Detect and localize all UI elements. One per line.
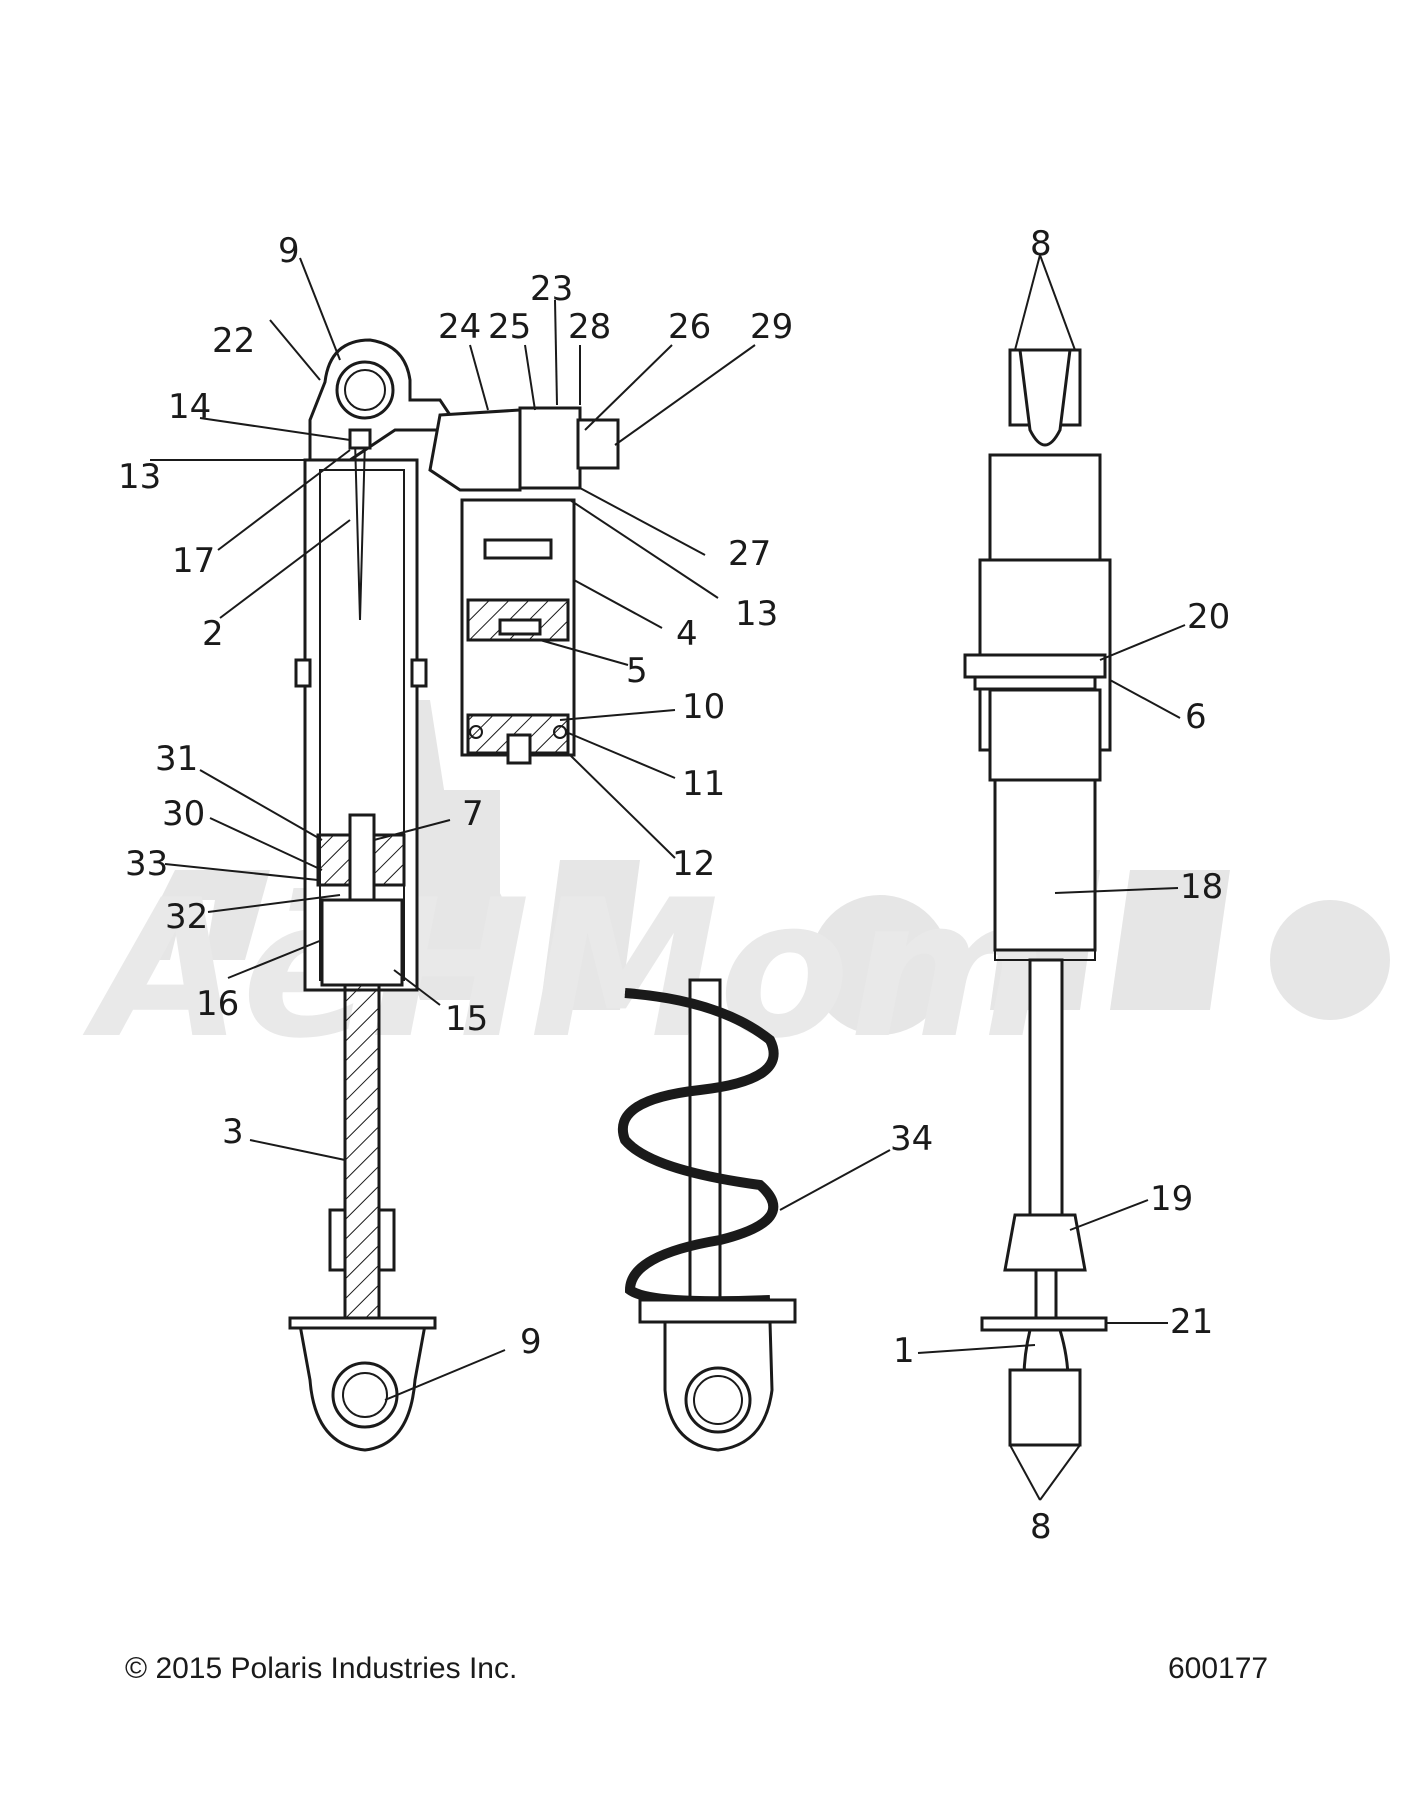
callout: 34 <box>890 1119 933 1159</box>
callout: 10 <box>682 687 725 727</box>
callout: 11 <box>682 764 725 804</box>
callout: 22 <box>212 321 255 361</box>
callout: 5 <box>626 651 648 691</box>
callout: 21 <box>1170 1302 1213 1342</box>
callout: 17 <box>172 541 215 581</box>
callout: 31 <box>155 739 198 779</box>
watermark-text: АёНМоm <box>82 859 1048 1080</box>
callout: 8 <box>1030 224 1052 264</box>
shock-section-view <box>288 338 620 1452</box>
callout: 20 <box>1187 597 1230 637</box>
callout: 14 <box>168 387 211 427</box>
callout: 25 <box>488 307 531 347</box>
callout: 13 <box>118 457 161 497</box>
callout: 12 <box>672 844 715 884</box>
callout: 26 <box>668 307 711 347</box>
callout: 6 <box>1185 697 1207 737</box>
callout: 27 <box>728 534 771 574</box>
callouts: 9 22 14 13 17 2 24 25 23 28 26 29 27 13 … <box>118 224 1230 1547</box>
spring <box>618 978 797 1452</box>
callout: 23 <box>530 269 573 309</box>
callout: 30 <box>162 794 205 834</box>
reservoir-section <box>460 498 576 765</box>
callout: 33 <box>125 844 168 884</box>
callout: 1 <box>893 1331 915 1371</box>
leader-lines <box>150 254 1186 1501</box>
callout: 8 <box>1030 1507 1052 1547</box>
callout: 29 <box>750 307 793 347</box>
callout: 15 <box>445 999 488 1039</box>
callout: 7 <box>462 794 484 834</box>
copyright-notice: © 2015 Polaris Industries Inc. <box>125 1652 518 1685</box>
callout: 19 <box>1150 1179 1193 1219</box>
callout: 4 <box>676 614 698 654</box>
callout: 2 <box>202 614 224 654</box>
callout: 32 <box>165 897 208 937</box>
callout: 9 <box>520 1322 542 1362</box>
callout: 28 <box>568 307 611 347</box>
callout: 13 <box>735 594 778 634</box>
callout: 3 <box>222 1112 244 1152</box>
callout: 24 <box>438 307 481 347</box>
callout: 9 <box>278 231 300 271</box>
callout: 16 <box>196 984 239 1024</box>
callout: 18 <box>1180 867 1223 907</box>
shock-assembled-view <box>963 348 1112 1447</box>
drawing-number: 600177 <box>1168 1652 1269 1685</box>
